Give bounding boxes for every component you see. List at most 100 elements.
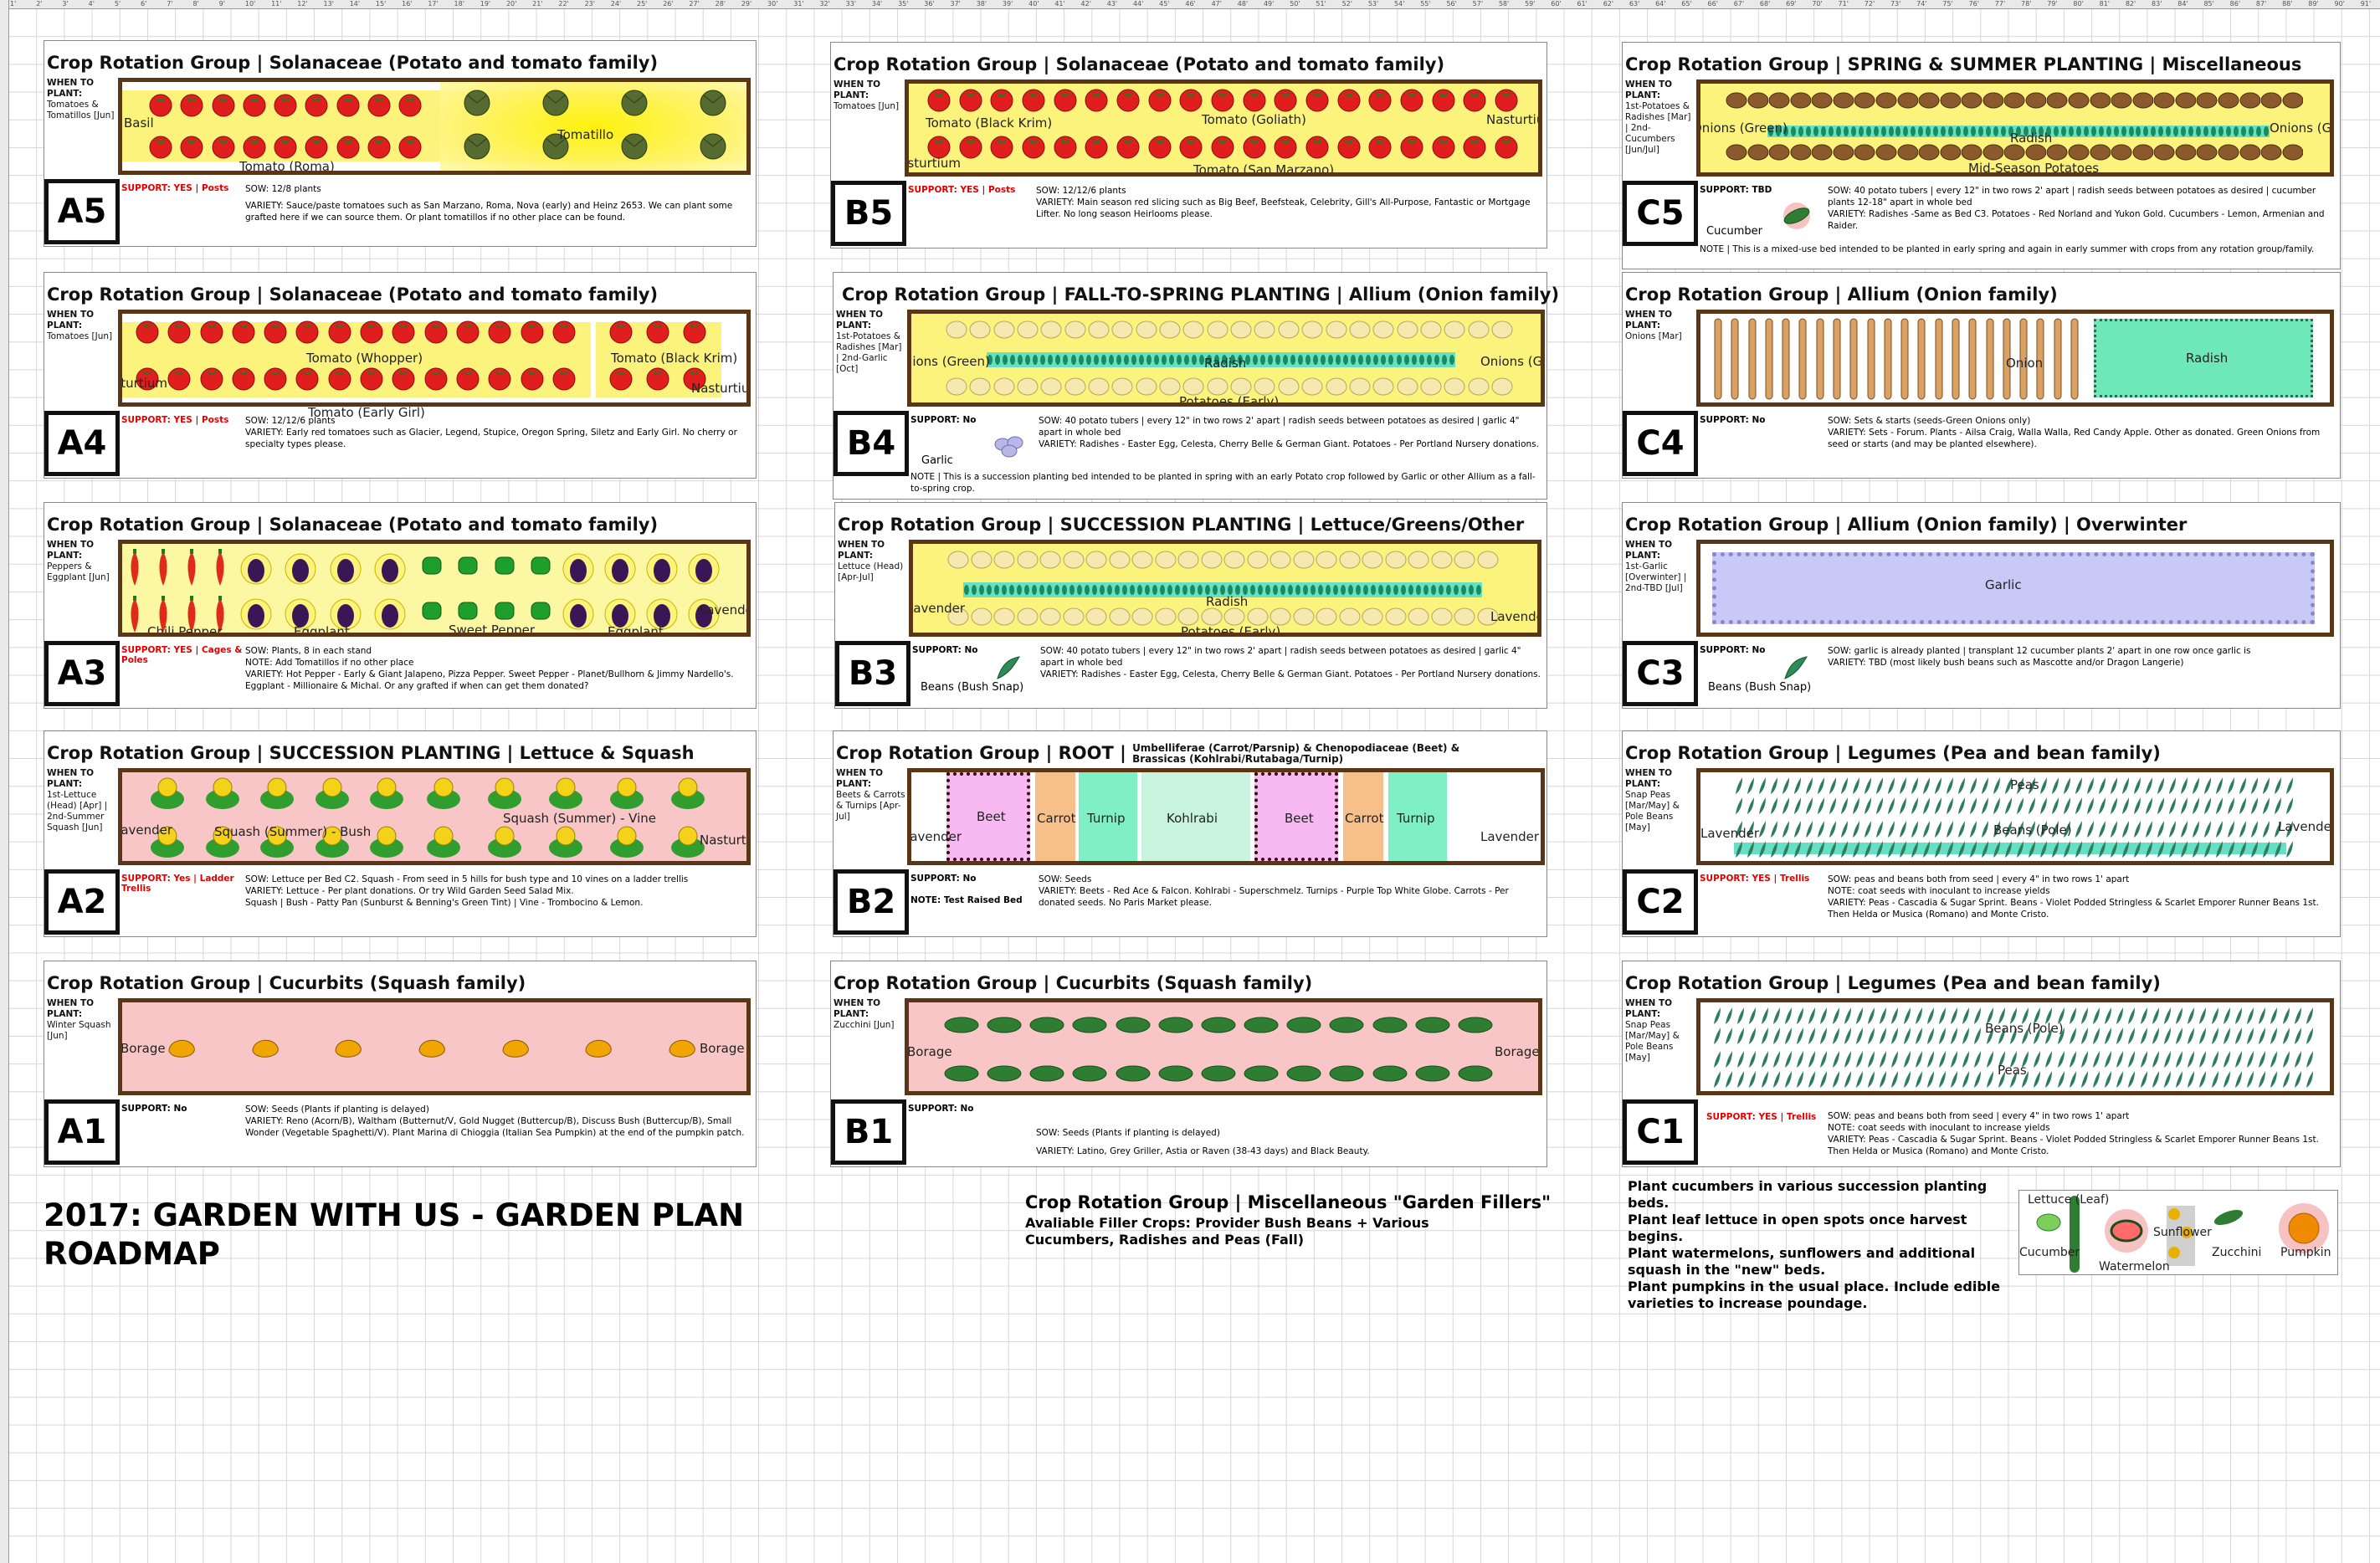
bed-details: SOW: Seeds (Plants if planting is delaye…: [245, 1104, 745, 1138]
radish-icon: [1813, 126, 1818, 136]
tomato-icon: [646, 367, 669, 391]
ruler-tick: 14': [349, 0, 361, 8]
bed-plot[interactable]: Garlic: [1696, 540, 2334, 637]
potato-icon: [993, 377, 1015, 396]
bed-plot[interactable]: Lavender Squash (Summer) - Bush Squash (…: [118, 768, 751, 865]
pea-icon: [1806, 821, 1813, 838]
potato-icon: [1201, 607, 1222, 626]
tomato-icon: [552, 367, 576, 391]
ruler-tick: 72': [1864, 0, 1875, 8]
bed-details: SOW: peas and beans both from seed | eve…: [1828, 874, 2319, 920]
radish-icon: [1092, 585, 1097, 595]
potato-icon: [993, 551, 1015, 569]
bed-plot[interactable]: Lavender Beet Carrot Turnip Kohlrabi Bee…: [907, 768, 1545, 865]
plant-label: Lavender: [118, 822, 173, 838]
pea-icon: [1747, 821, 1754, 838]
tomato-icon: [1305, 89, 1329, 112]
radish-icon: [1321, 355, 1326, 365]
summer-squash-icon: [549, 777, 582, 809]
radish-icon: [1190, 585, 1195, 595]
pea-icon: [1855, 1071, 1863, 1088]
ruler-tick: 35': [898, 0, 909, 8]
radish-icon: [1048, 355, 1054, 365]
ruler-tick: 4': [88, 0, 95, 8]
pea-icon: [2087, 821, 2094, 838]
pea-icon: [1865, 797, 1871, 814]
pea-icon: [1761, 1051, 1768, 1068]
tomato-icon: [488, 367, 511, 391]
plant-label: Kohlrabi: [1167, 811, 1218, 826]
bed-plot[interactable]: Tomato (Black Krim) Tomato (Goliath) Tom…: [905, 79, 1542, 177]
bed-plot[interactable]: Beans (Pole) Peas: [1696, 998, 2334, 1095]
plant-label: Lavender: [700, 602, 746, 618]
pea-icon: [2247, 1007, 2254, 1024]
tomato-icon: [274, 136, 297, 159]
potato-icon: [1223, 607, 1245, 626]
pea-icon: [2286, 821, 2293, 838]
zucchini-icon: [1116, 1017, 1151, 1033]
pea-icon: [2140, 1007, 2147, 1024]
pea-icon: [1761, 1007, 1768, 1024]
bed-plot[interactable]: Borage Borage: [905, 998, 1542, 1095]
ruler-tick: 82': [2125, 0, 2136, 8]
tomato-icon: [1463, 89, 1486, 112]
support-text: SUPPORT: YES | Posts: [121, 415, 229, 425]
pea-icon: [2105, 1051, 2112, 1068]
bed-code: B1: [831, 1099, 906, 1165]
pea-icon: [1903, 1051, 1911, 1068]
radish-icon: [1282, 355, 1288, 365]
zucchini-icon: [1158, 1017, 1193, 1033]
pea-icon: [1911, 777, 1918, 794]
tomato-icon: [392, 367, 415, 391]
bed-plot[interactable]: Onions (Green) Radish Onions (Green) Mid…: [1696, 79, 2334, 177]
garlic-icon: [994, 436, 1023, 458]
winter-squash-icon: [335, 1039, 362, 1058]
bed-title: Crop Rotation Group | Cucurbits (Squash …: [834, 973, 1313, 993]
radish-icon: [1214, 355, 1220, 365]
bed-plot[interactable]: Onion Radish: [1696, 310, 2334, 407]
plant-label: Nasturtium: [907, 156, 961, 171]
bed-card-c1: Crop Rotation Group | Legumes (Pea and b…: [1622, 961, 2341, 1167]
bed-plot[interactable]: Peas Lavender Beans (Pole) Lavender: [1696, 768, 2334, 865]
potato-icon: [1385, 607, 1406, 626]
tomato-icon: [646, 320, 669, 344]
pea-icon: [2157, 797, 2164, 814]
bed-card-a2: Crop Rotation Group | SUCCESSION PLANTIN…: [44, 730, 757, 937]
tomato-icon: [264, 320, 287, 344]
when-to-plant: WHEN TO PLANT:Snap Peas [Mar/May] & Pole…: [1625, 768, 1680, 833]
when-to-plant: WHEN TO PLANT:Peppers & Eggplant [Jun]: [47, 540, 110, 582]
bed-plot[interactable]: Tomato (Whopper) Tomato (Black Krim) Nas…: [118, 310, 751, 407]
radish-icon: [2234, 126, 2239, 136]
pea-icon: [1782, 797, 1789, 814]
radish-icon: [1047, 585, 1052, 595]
pea-icon: [1947, 797, 1953, 814]
sunflower-icon: [2167, 1206, 2195, 1266]
pea-icon: [2087, 777, 2094, 794]
filler-label: Lettuce (Leaf): [2028, 1193, 2110, 1207]
summer-squash-icon: [260, 777, 294, 809]
radish-icon: [1146, 355, 1152, 365]
potato-icon: [2132, 92, 2154, 109]
pea-icon: [1923, 797, 1930, 814]
bed-plot[interactable]: Chili Pepper Eggplant Sweet Pepper Eggpl…: [118, 540, 751, 637]
ruler-tick: 46': [1185, 0, 1196, 8]
bed-plot[interactable]: Basil Tomato (Roma) Tomatillo: [118, 78, 751, 175]
radish-icon: [1903, 126, 1909, 136]
radish-icon: [1107, 585, 1112, 595]
potato-icon: [1961, 144, 1982, 161]
bed-plot[interactable]: Borage Borage: [118, 998, 751, 1095]
plant-label: Nasturtium: [700, 833, 750, 848]
tomatillo-icon: [621, 133, 648, 160]
bed-plot[interactable]: Lavender Radish Lavender Potatoes (Early…: [909, 540, 1541, 637]
chili-pepper-icon: [131, 549, 139, 586]
plant-label: Turnip: [1087, 811, 1126, 826]
bed-card-b2: Crop Rotation Group | ROOT | Umbellifera…: [833, 730, 1547, 937]
pea-icon: [2239, 821, 2246, 838]
bed-plot[interactable]: Onions (Green) Radish Onions (Green) Pot…: [907, 310, 1545, 407]
radish-icon: [1403, 355, 1409, 365]
potato-icon: [1326, 377, 1346, 396]
pea-icon: [1926, 1071, 1934, 1088]
radish-icon: [1469, 585, 1474, 595]
pea-icon: [1891, 1071, 1899, 1088]
pea-icon: [2275, 797, 2281, 814]
